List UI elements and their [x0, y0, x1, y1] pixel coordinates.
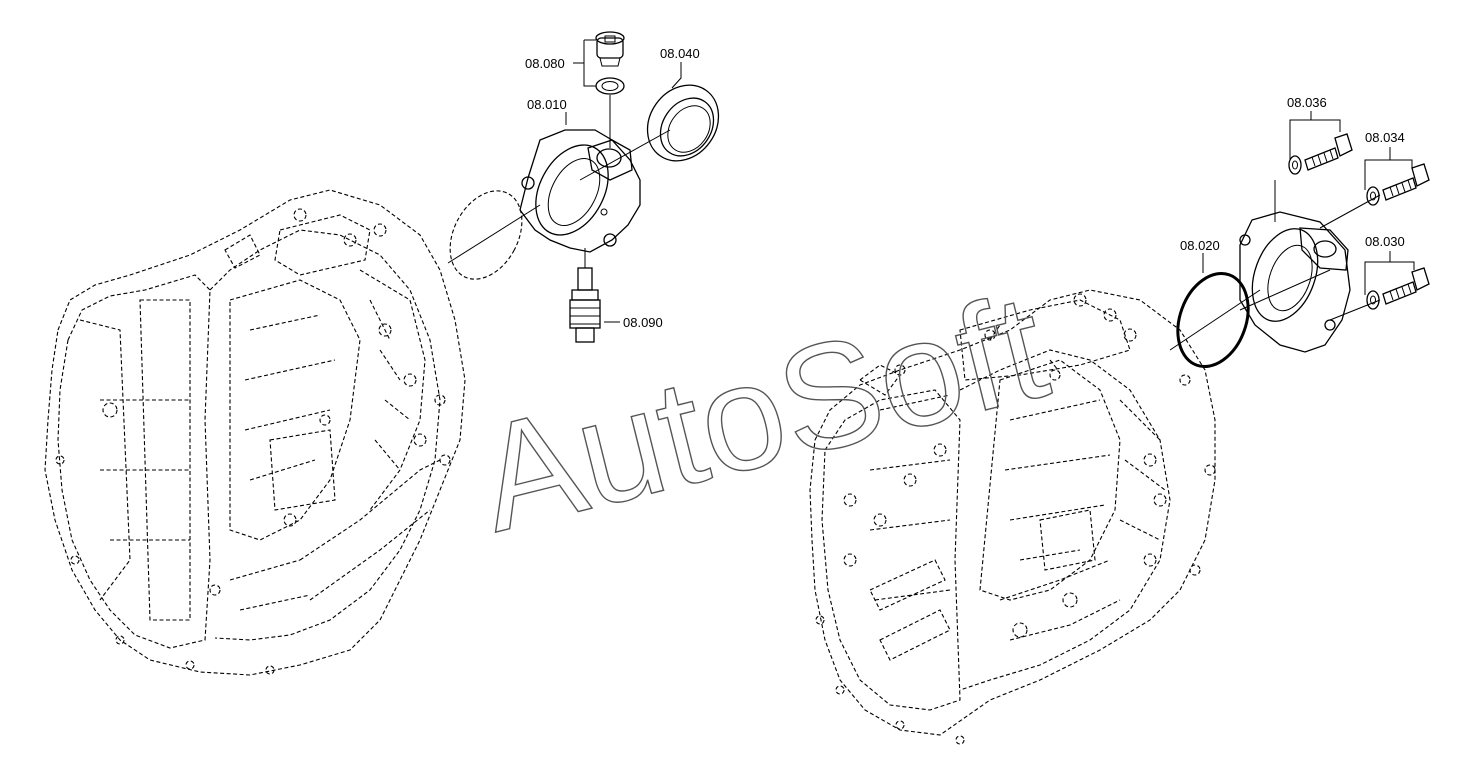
axis-line-bolt-034	[1319, 194, 1381, 229]
left-oring-gasket	[449, 190, 523, 280]
right-oring	[1176, 272, 1250, 368]
part-label-08-036: 08.036	[1287, 95, 1327, 110]
right-transmission-housing	[809, 289, 1216, 745]
left-sealing-washer	[595, 77, 625, 95]
right-housing-cover	[1239, 211, 1351, 353]
bolt-034	[1366, 163, 1430, 206]
part-label-08-030: 08.030	[1365, 234, 1405, 249]
part-label-08-020: 08.020	[1180, 238, 1220, 253]
part-label-08-034: 08.034	[1365, 130, 1405, 145]
left-shaft-seal	[646, 84, 720, 162]
left-sensor-switch	[569, 248, 601, 343]
left-transmission-housing	[44, 189, 466, 676]
left-plug-screw	[595, 31, 625, 67]
bolt-036	[1288, 133, 1353, 175]
axis-line-cover-right	[1239, 269, 1331, 311]
part-label-08-040: 08.040	[660, 46, 700, 61]
axis-line-oring	[1169, 289, 1261, 351]
bolt-030	[1366, 267, 1430, 310]
part-label-08-090: 08.090	[623, 315, 663, 330]
watermark-text: AutoSoft	[462, 261, 1061, 563]
leader-lines	[565, 39, 1415, 323]
part-label-08-010: 08.010	[527, 97, 567, 112]
axis-line-bolt-030	[1329, 299, 1381, 321]
axis-line-cover	[579, 129, 671, 181]
axis-line-gasket	[447, 204, 541, 264]
left-housing-cover	[519, 129, 641, 253]
part-label-08-080: 08.080	[525, 56, 565, 71]
